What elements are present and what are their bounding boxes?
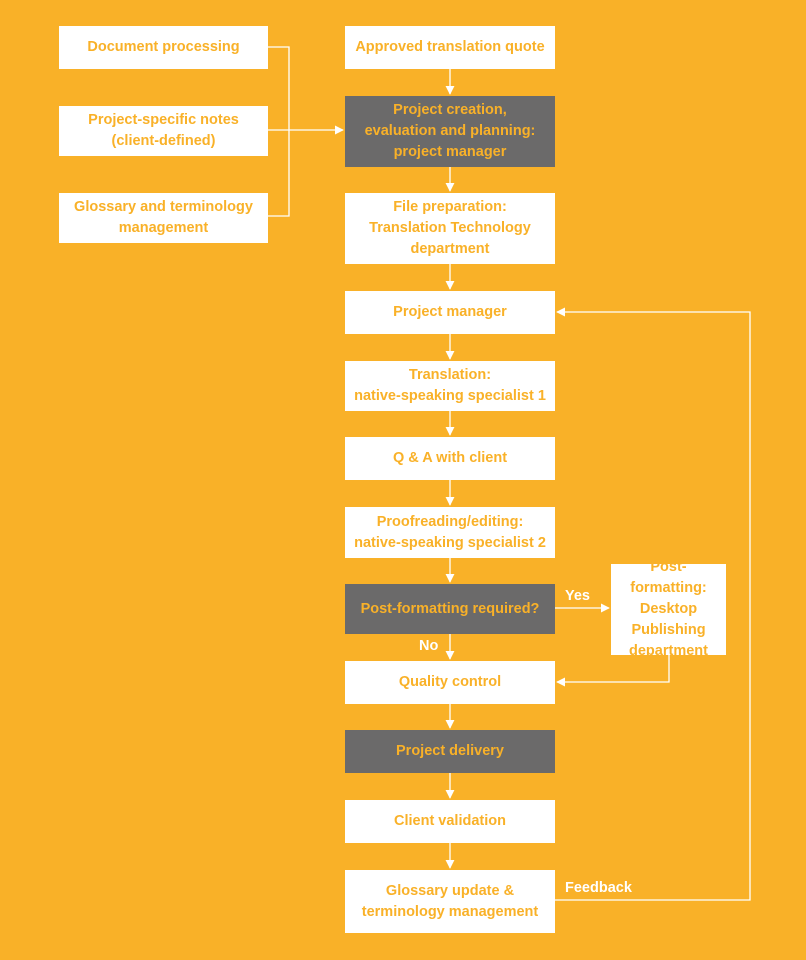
project-manager-box: Project manager xyxy=(345,291,555,334)
document-processing-box: Document processing xyxy=(59,26,268,69)
proofreading-label: Proofreading/editing: native-speaking sp… xyxy=(354,513,546,551)
project-creation-box: Project creation, evaluation and plannin… xyxy=(345,96,555,167)
approved-quote-box: Approved translation quote xyxy=(345,26,555,69)
translation-box: Translation: native-speaking specialist … xyxy=(345,361,555,411)
no-label: No xyxy=(419,638,439,654)
quality-control-box: Quality control xyxy=(345,661,555,704)
post-formatting-question-box: Post-formatting required? xyxy=(345,584,555,634)
post-formatting-question-label: Post-formatting required? xyxy=(360,600,540,617)
project-delivery-box: Project delivery xyxy=(345,730,555,773)
document-processing-label: Document processing xyxy=(87,39,240,55)
quality-control-label: Quality control xyxy=(398,674,502,690)
client-validation-label: Client validation xyxy=(394,813,506,829)
project-creation-label: Project creation, evaluation and plannin… xyxy=(364,102,536,160)
arrow-dtp-to-qc xyxy=(556,655,670,687)
feedback-loop-arrow xyxy=(555,307,751,901)
glossary-box: Glossary and terminology management xyxy=(59,193,268,243)
client-validation-box: Client validation xyxy=(345,800,555,843)
input-bracket-line xyxy=(268,46,290,217)
proofreading-box: Proofreading/editing: native-speaking sp… xyxy=(345,507,555,558)
project-delivery-label: Project delivery xyxy=(396,743,504,759)
post-formatting-dtp-label: Post-formatting: Desktop Publishing depa… xyxy=(629,559,708,659)
post-formatting-dtp-box: Post-formatting: Desktop Publishing depa… xyxy=(611,559,726,659)
yes-label: Yes xyxy=(565,588,590,604)
glossary-update-label: Glossary update & terminology management xyxy=(361,882,539,920)
file-preparation-box: File preparation: Translation Technology… xyxy=(345,193,555,264)
translation-label: Translation: native-speaking specialist … xyxy=(354,367,546,404)
glossary-label: Glossary and terminology management xyxy=(74,199,253,236)
project-notes-box: Project-specific notes (client-defined) xyxy=(59,106,268,156)
approved-quote-label: Approved translation quote xyxy=(355,39,545,55)
qa-client-label: Q & A with client xyxy=(392,450,508,466)
qa-client-box: Q & A with client xyxy=(345,437,555,480)
project-manager-label: Project manager xyxy=(393,304,507,320)
feedback-label: Feedback xyxy=(565,880,632,896)
glossary-update-box: Glossary update & terminology management xyxy=(345,870,555,933)
file-preparation-label: File preparation: Translation Technology… xyxy=(369,199,531,257)
project-notes-label: Project-specific notes (client-defined) xyxy=(88,112,239,149)
